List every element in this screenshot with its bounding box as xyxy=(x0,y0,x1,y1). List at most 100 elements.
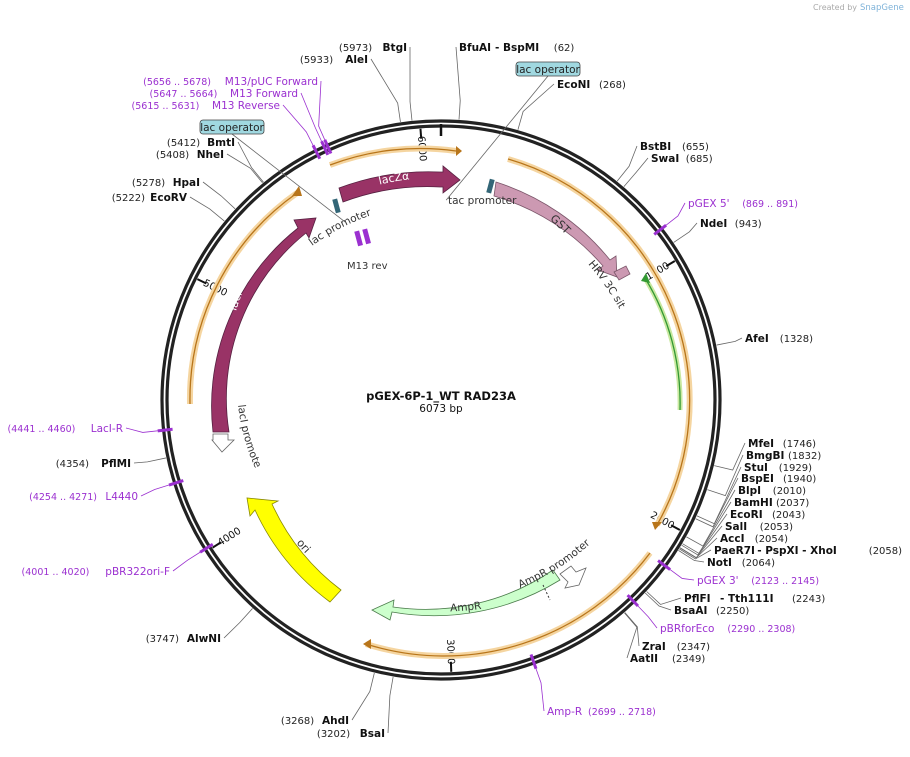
enzyme-name: NotI xyxy=(707,557,732,569)
primer-range: (2123 .. 2145) xyxy=(751,576,819,587)
enzyme-name: EcoRI xyxy=(730,509,763,521)
primer-range: (4254 .. 4271) xyxy=(29,492,97,503)
enzyme-site-acci[interactable]: AccI(2054) xyxy=(720,533,788,545)
enzyme-site-blpi[interactable]: BlpI(2010) xyxy=(738,485,806,497)
enzyme-site-alei[interactable]: AleI(5933) xyxy=(300,54,368,66)
leader-line xyxy=(410,47,412,121)
primer-range: (5656 .. 5678) xyxy=(143,77,211,88)
ampr-label: AmpR xyxy=(450,600,482,614)
primer-pgex-3[interactable]: pGEX 3'(2123 .. 2145) xyxy=(697,575,819,587)
enzyme-site-bsaai[interactable]: BsaAI(2250) xyxy=(674,605,749,617)
primer-leader xyxy=(173,552,200,571)
enzyme-site-alwni[interactable]: AlwNI(3747) xyxy=(146,633,221,645)
enzyme-name: BfuAI xyxy=(459,42,491,54)
leader-line xyxy=(624,613,636,658)
enzyme-position: (2347) xyxy=(677,642,710,653)
primer-m13-forward[interactable]: M13 Forward(5647 .. 5664) xyxy=(150,88,298,100)
enzyme-site-afei[interactable]: AfeI(1328) xyxy=(745,333,813,345)
enzyme-site-bmti[interactable]: BmtI(5412) xyxy=(167,137,235,149)
feature-ori: ori xyxy=(247,498,341,602)
enzyme-position: (1929) xyxy=(779,463,812,474)
primer-name: M13 Reverse xyxy=(212,100,280,112)
enzyme-site-mfei[interactable]: MfeI(1746) xyxy=(748,438,816,450)
leader-line xyxy=(352,673,374,720)
enzyme-site-noti[interactable]: NotI (2064) xyxy=(707,557,775,569)
leader-line xyxy=(674,223,697,242)
leader-line xyxy=(371,59,400,122)
enzyme-site-sali[interactable]: SalI(2053) xyxy=(725,521,793,533)
enzyme-name: AleI xyxy=(345,54,368,66)
svg-text:AmpR: AmpR xyxy=(450,600,482,614)
enzyme-name: AatII xyxy=(630,653,658,665)
enzyme-position: (1832) xyxy=(788,451,821,462)
enzyme-site-ecorv[interactable]: EcoRV(5222) xyxy=(112,192,188,204)
enzyme-name: ZraI xyxy=(642,641,666,653)
enzyme-isoschizomers: - Tth111I xyxy=(720,593,774,605)
box-text: lac operator xyxy=(516,64,580,76)
lac-promoter-label: lac promoter xyxy=(307,206,373,248)
primer-range: (4001 .. 4020) xyxy=(22,567,90,578)
leader-line xyxy=(625,612,639,646)
primer-leader xyxy=(670,570,694,580)
primer-l4440[interactable]: L4440(4254 .. 4271) xyxy=(29,491,138,503)
enzyme-name: NheI xyxy=(197,149,224,161)
enzyme-site-bmgbi[interactable]: BmgBI(1832) xyxy=(746,450,821,462)
enzyme-site-bsai[interactable]: BsaI (3202) xyxy=(317,728,385,740)
enzyme-site-aatii[interactable]: AatII(2349) xyxy=(630,653,705,665)
created-by-text: Created by xyxy=(813,3,857,12)
enzyme-name: NdeI xyxy=(700,218,727,230)
enzyme-name: BspEI xyxy=(741,473,774,485)
enzyme-site-ahdi[interactable]: AhdI(3268) xyxy=(281,715,349,727)
enzyme-site-zrai[interactable]: ZraI (2347) xyxy=(642,641,710,653)
primer-laci-r[interactable]: LacI-R(4441 .. 4460) xyxy=(8,423,123,435)
enzyme-name: BmtI xyxy=(207,137,235,149)
enzyme-site-bspei[interactable]: BspEI(1940) xyxy=(741,473,816,485)
enzyme-site-nhei[interactable]: NheI (5408) xyxy=(156,149,224,161)
tick-label: 3000 xyxy=(444,639,456,665)
enzyme-site-swai[interactable]: SwaI(685) xyxy=(651,153,713,165)
enzyme-position: (3202) xyxy=(317,729,350,740)
tick-label: 4000 xyxy=(216,526,243,549)
svg-text:lac promoter: lac promoter xyxy=(307,206,373,248)
primer-range: (4441 .. 4460) xyxy=(8,424,76,435)
enzyme-name: AfeI xyxy=(745,333,769,345)
leader-line xyxy=(645,593,671,610)
enzyme-site-bfuai[interactable]: BfuAI - BspMI(62) xyxy=(459,42,574,54)
leader-line xyxy=(714,443,745,470)
primer-pbr322ori-f[interactable]: pBR322ori-F(4001 .. 4020) xyxy=(22,566,170,578)
enzyme-position: (268) xyxy=(599,80,626,91)
enzyme-position: (1746) xyxy=(783,439,816,450)
enzyme-site-hpai[interactable]: HpaI(5278) xyxy=(132,177,200,189)
feature-laci: lacI xyxy=(212,218,316,432)
leader-line xyxy=(227,154,263,183)
enzyme-site-pflmi[interactable]: PflMI(4354) xyxy=(56,458,131,470)
enzyme-site-pflfi[interactable]: PflFI - Tth111I(2243) xyxy=(684,593,825,605)
primer-leader xyxy=(141,485,169,496)
leader-line xyxy=(717,338,742,345)
plasmid-name: pGEX-6P-1_WT RAD23A xyxy=(366,389,516,404)
primer-leader xyxy=(319,81,325,140)
enzyme-site-bstbi[interactable]: BstBI(655) xyxy=(640,141,709,153)
enzyme-position: (5408) xyxy=(156,150,189,161)
enzyme-site-btgi[interactable]: BtgI(5973) xyxy=(339,42,407,54)
enzyme-position: (2054) xyxy=(755,534,788,545)
enzyme-site-ndei[interactable]: NdeI(943) xyxy=(700,218,762,230)
primer-pgex-5[interactable]: pGEX 5'(869 .. 891) xyxy=(688,198,798,210)
primer-leader xyxy=(638,606,657,628)
primer-m13-puc-forward[interactable]: M13/pUC Forward(5656 .. 5678) xyxy=(143,76,318,88)
enzyme-name: PflFI xyxy=(684,593,711,605)
enzyme-name: AlwNI xyxy=(187,633,221,645)
enzyme-position: (5222) xyxy=(112,193,145,204)
enzyme-site-ecori[interactable]: EcoRI(2043) xyxy=(730,509,805,521)
box-text: lac operator xyxy=(200,122,264,134)
enzyme-position: (2064) xyxy=(742,558,775,569)
enzyme-site-paer7i[interactable]: PaeR7I - PspXI - XhoI(2058) xyxy=(714,545,902,557)
enzyme-site-econi[interactable]: EcoNI(268) xyxy=(557,79,626,91)
enzyme-name: BamHI xyxy=(734,497,773,509)
primer-amp-r[interactable]: Amp-R(2699 .. 2718) xyxy=(547,706,656,718)
primer-m13-reverse[interactable]: M13 Reverse(5615 .. 5631) xyxy=(132,100,280,112)
enzyme-name: BsaI xyxy=(360,728,385,740)
enzyme-site-bamhi[interactable]: BamHI(2037) xyxy=(734,497,809,509)
primer-pbrforeco[interactable]: pBRforEco(2290 .. 2308) xyxy=(660,623,795,635)
